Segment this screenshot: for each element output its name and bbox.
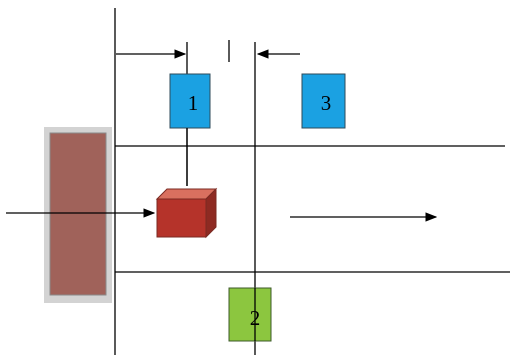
box-1: 1 bbox=[169, 73, 211, 129]
box-1-label: 1 bbox=[188, 91, 199, 115]
box-2: 2 bbox=[228, 287, 272, 342]
box-3: 3 bbox=[301, 73, 346, 129]
wall-block bbox=[49, 132, 107, 296]
cube bbox=[155, 187, 218, 239]
box-3-label: 3 bbox=[321, 91, 332, 115]
